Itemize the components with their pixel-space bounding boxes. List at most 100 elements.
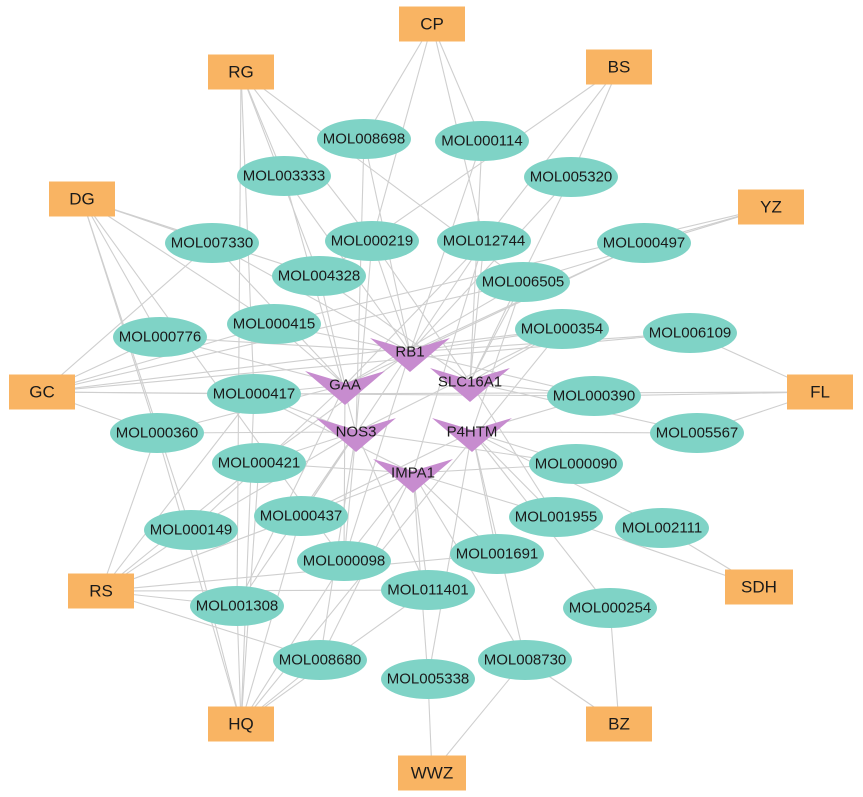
compound-node-mol001691[interactable]: MOL001691 bbox=[450, 534, 544, 574]
compound-ellipse bbox=[476, 262, 570, 302]
target-arrow-shape bbox=[430, 368, 510, 402]
compound-node-mol000098[interactable]: MOL000098 bbox=[297, 541, 391, 581]
compound-node-mol005567[interactable]: MOL005567 bbox=[650, 413, 744, 453]
compound-label: MOL001308 bbox=[196, 598, 279, 615]
compound-label: MOL000417 bbox=[213, 386, 296, 403]
herb-label: RS bbox=[89, 582, 113, 601]
edge-dg-mol000776 bbox=[81, 198, 161, 338]
herb-rect bbox=[586, 706, 652, 742]
compound-node-mol000254[interactable]: MOL000254 bbox=[563, 588, 657, 628]
compound-node-mol005320[interactable]: MOL005320 bbox=[524, 157, 618, 197]
edge-rs-mol000360 bbox=[100, 432, 158, 592]
target-node-p4htm[interactable]: P4HTM bbox=[432, 418, 512, 452]
compound-node-mol000149[interactable]: MOL000149 bbox=[144, 510, 238, 550]
herb-label: DG bbox=[69, 190, 95, 209]
compound-ellipse bbox=[207, 374, 301, 414]
target-label: NOS3 bbox=[336, 424, 377, 441]
compound-node-mol007330[interactable]: MOL007330 bbox=[165, 223, 259, 263]
edge-nos3-mol000098 bbox=[343, 431, 357, 562]
compound-label: MOL000360 bbox=[116, 425, 199, 442]
compound-node-mol000360[interactable]: MOL000360 bbox=[110, 413, 204, 453]
edge-gc-mol007330 bbox=[41, 242, 213, 393]
target-arrow-shape bbox=[432, 418, 512, 452]
edge-hq-mol000437 bbox=[240, 515, 302, 725]
edge-rb1-mol000098 bbox=[343, 351, 411, 562]
target-node-impa1[interactable]: IMPA1 bbox=[373, 459, 453, 493]
target-node-nos3[interactable]: NOS3 bbox=[316, 418, 396, 452]
compound-node-mol012744[interactable]: MOL012744 bbox=[437, 221, 531, 261]
compound-node-mol006505[interactable]: MOL006505 bbox=[476, 262, 570, 302]
compound-node-mol000114[interactable]: MOL000114 bbox=[435, 121, 529, 161]
herb-node-bz[interactable]: BZ bbox=[586, 706, 652, 742]
compound-node-mol001955[interactable]: MOL001955 bbox=[509, 497, 603, 537]
herb-node-wwz[interactable]: WWZ bbox=[398, 755, 466, 791]
target-label: P4HTM bbox=[447, 424, 498, 441]
edge-slc16a1-mol001955 bbox=[469, 381, 557, 518]
herb-label: BZ bbox=[608, 715, 630, 734]
herb-node-sdh[interactable]: SDH bbox=[725, 569, 793, 605]
edge-bs-mol012744 bbox=[483, 66, 620, 242]
target-node-gaa[interactable]: GAA bbox=[305, 371, 385, 405]
compound-ellipse bbox=[381, 570, 475, 610]
compound-node-mol000776[interactable]: MOL000776 bbox=[113, 317, 207, 357]
compound-node-mol004328[interactable]: MOL004328 bbox=[272, 256, 366, 296]
compound-node-mol006109[interactable]: MOL006109 bbox=[643, 313, 737, 353]
herb-rect bbox=[398, 755, 466, 791]
compound-node-mol000437[interactable]: MOL000437 bbox=[254, 496, 348, 536]
herb-node-fl[interactable]: FL bbox=[787, 374, 853, 410]
herb-node-dg[interactable]: DG bbox=[49, 181, 115, 217]
edge-gaa-mol006505 bbox=[344, 281, 524, 386]
edge-gc-mol000390 bbox=[41, 391, 595, 397]
compound-node-mol008730[interactable]: MOL008730 bbox=[478, 640, 572, 680]
compound-node-mol005338[interactable]: MOL005338 bbox=[381, 659, 475, 699]
edge-rb1-mol005320 bbox=[409, 176, 572, 353]
edge-slc16a1-mol012744 bbox=[469, 240, 485, 383]
edge-gaa-mol000497 bbox=[344, 242, 645, 386]
herb-node-rs[interactable]: RS bbox=[68, 573, 134, 609]
compound-ellipse bbox=[478, 640, 572, 680]
compound-label: MOL000776 bbox=[119, 329, 202, 346]
herb-node-gc[interactable]: GC bbox=[9, 374, 75, 410]
compound-ellipse bbox=[435, 121, 529, 161]
compound-ellipse bbox=[165, 223, 259, 263]
compound-node-mol000090[interactable]: MOL000090 bbox=[529, 444, 623, 484]
herb-label: RG bbox=[228, 63, 254, 82]
herb-node-rg[interactable]: RG bbox=[208, 54, 274, 90]
target-label: GAA bbox=[329, 377, 361, 394]
compound-node-mol003333[interactable]: MOL003333 bbox=[237, 156, 331, 196]
compound-label: MOL000497 bbox=[603, 235, 686, 252]
herb-node-bs[interactable]: BS bbox=[586, 49, 652, 85]
compound-ellipse bbox=[437, 221, 531, 261]
edge-gaa-mol000098 bbox=[343, 384, 346, 562]
compound-ellipse bbox=[254, 496, 348, 536]
target-label: RB1 bbox=[395, 344, 424, 361]
herb-node-yz[interactable]: YZ bbox=[738, 189, 804, 225]
compound-node-mol000390[interactable]: MOL000390 bbox=[547, 376, 641, 416]
target-node-rb1[interactable]: RB1 bbox=[370, 338, 450, 372]
compound-ellipse bbox=[450, 534, 544, 574]
herb-node-hq[interactable]: HQ bbox=[208, 706, 274, 742]
compound-label: MOL006505 bbox=[482, 274, 565, 291]
herb-rect bbox=[725, 569, 793, 605]
compound-node-mol008698[interactable]: MOL008698 bbox=[317, 119, 411, 159]
compound-node-mol000354[interactable]: MOL000354 bbox=[515, 309, 609, 349]
compound-node-mol000417[interactable]: MOL000417 bbox=[207, 374, 301, 414]
herb-node-cp[interactable]: CP bbox=[399, 6, 465, 42]
compound-node-mol008680[interactable]: MOL008680 bbox=[273, 640, 367, 680]
herb-label: BS bbox=[608, 58, 631, 77]
compound-ellipse bbox=[381, 659, 475, 699]
edge-slc16a1-mol000219 bbox=[371, 240, 471, 383]
compound-label: MOL008730 bbox=[484, 652, 567, 669]
herb-label: FL bbox=[810, 383, 830, 402]
compound-node-mol000421[interactable]: MOL000421 bbox=[212, 443, 306, 483]
compound-node-mol000219[interactable]: MOL000219 bbox=[325, 221, 419, 261]
target-label: SLC16A1 bbox=[438, 374, 502, 391]
compound-node-mol001308[interactable]: MOL001308 bbox=[190, 586, 284, 626]
compound-node-mol002111[interactable]: MOL002111 bbox=[615, 508, 709, 548]
compound-node-mol000497[interactable]: MOL000497 bbox=[597, 223, 691, 263]
compound-ellipse bbox=[227, 304, 321, 344]
target-node-slc16a1[interactable]: SLC16A1 bbox=[430, 368, 510, 402]
compound-node-mol011401[interactable]: MOL011401 bbox=[381, 570, 475, 610]
edge-rg-mol001308 bbox=[236, 71, 242, 607]
compound-node-mol000415[interactable]: MOL000415 bbox=[227, 304, 321, 344]
